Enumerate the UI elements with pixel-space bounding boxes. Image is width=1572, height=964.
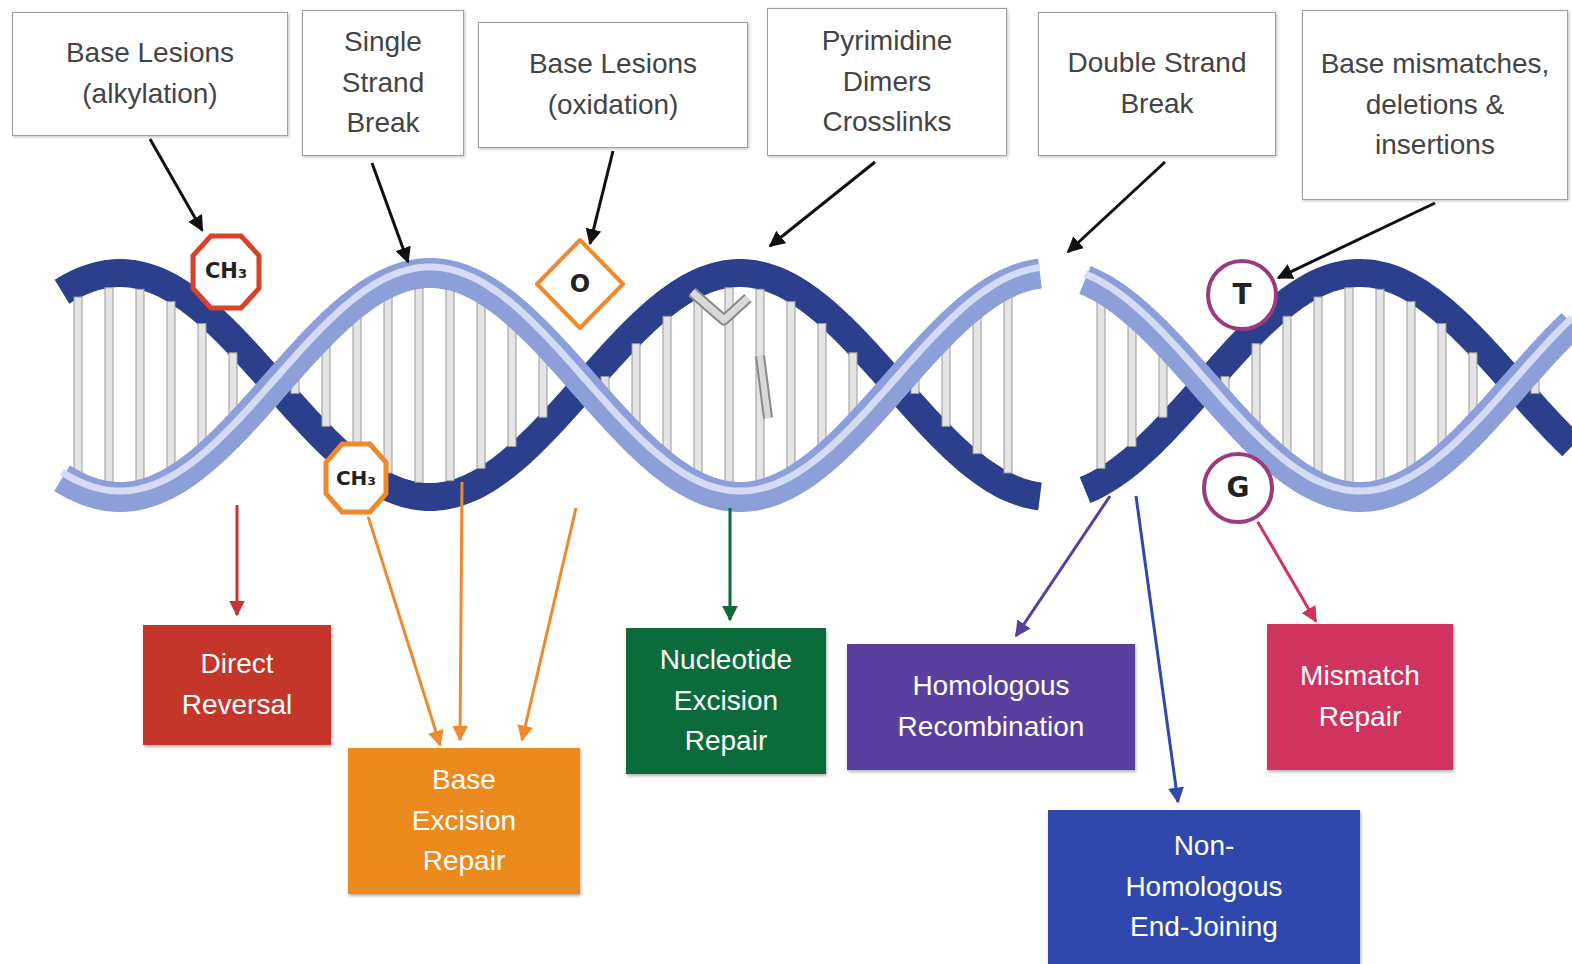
base-pair [322,344,330,427]
leader-arrow [522,508,576,740]
lesion-box: Base Lesions (oxidation) [478,22,748,148]
base-pair [1438,323,1446,446]
base-pair [167,302,175,469]
connector-arrow [590,151,613,244]
lesion-label: Base Lesions (alkylation) [23,33,277,114]
lesion-box: Pyrimidine Dimers Crosslinks [767,8,1007,156]
connector-arrow [368,517,440,745]
leader-arrow [372,163,408,262]
base-pair [1097,302,1105,469]
repair-label: Nucleotide Excision Repair [636,640,816,762]
base-circle: G [1201,451,1275,525]
base-pair [973,316,981,453]
lesion-symbol-label: O [570,271,590,297]
base-pair [942,344,950,427]
pyrimidine-dimer [692,292,768,418]
dimer-outline [692,292,748,320]
base-pair [477,302,485,469]
lesion-box: Base Lesions (alkylation) [12,12,288,136]
repair-box: Direct Reversal [143,625,331,745]
base-pair [663,316,671,453]
octagon-shape [193,236,259,308]
double-helix [62,267,1572,497]
circle-shape [1204,454,1272,522]
leader-arrow [1068,162,1165,252]
diamond-shape [537,240,623,328]
base-pair [384,297,392,473]
lesion-label: Base Lesions (oxidation) [489,44,737,125]
repair-label: Non- Homologous End-Joining [1109,826,1299,948]
leader-arrows [237,162,1178,802]
connector-arrow [1258,522,1316,622]
lesion-box: Single Strand Break [302,10,464,156]
leader-arrow [1016,496,1110,636]
lesion-symbol-label: CH₃ [336,467,376,489]
connector-arrow [1278,203,1435,278]
repair-label: Homologous Recombination [857,666,1125,747]
strand-highlight [1085,274,1572,491]
base-pair [415,288,423,483]
front-strand [1085,280,1572,497]
base-pair [198,323,206,446]
repair-label: Direct Reversal [153,644,321,725]
lesion-box: Base mismatches, deletions & insertions [1302,10,1568,200]
repair-label: Mismatch Repair [1277,656,1443,737]
repair-box: Homologous Recombination [847,644,1135,770]
base-pair [353,316,361,453]
leader-arrow [236,505,239,615]
connector-arrow [150,139,202,230]
circle-shape [1208,261,1276,329]
lesion-symbol-label: G [1227,473,1250,504]
lesion-label: Single Strand Break [321,22,445,144]
base-pair [74,297,82,473]
base-pair [1314,297,1322,473]
lesion-label: Pyrimidine Dimers Crosslinks [778,21,996,143]
dimer-bar [692,292,748,320]
base-pair [694,297,702,473]
lesion-box: Double Strand Break [1038,12,1276,156]
octagon-shape [326,444,386,512]
dimer-bar [760,356,768,418]
leader-arrow [460,482,462,740]
lesion-symbol-label: T [1232,280,1251,311]
lesion-symbol-label: CH₃ [205,260,247,283]
repair-box: Base Excision Repair [348,748,580,894]
base-pair [632,344,640,427]
base-circle: T [1205,258,1279,332]
base-pair [1128,323,1136,446]
base-pair [818,323,826,446]
oxidation-diamond: O [534,237,626,331]
leader-arrow [729,508,732,620]
base-pair [105,288,113,483]
base-pair [1376,289,1384,480]
repair-box: Nucleotide Excision Repair [626,628,826,774]
base-pair [1252,344,1260,427]
methyl-octagon: CH₃ [190,233,262,311]
base-pair [787,302,795,469]
repair-box: Non- Homologous End-Joining [1048,810,1360,964]
repair-box: Mismatch Repair [1267,624,1453,770]
base-pair [446,289,454,480]
base-pair [136,289,144,480]
base-pair [1345,288,1353,483]
base-pair [1407,302,1415,469]
leader-arrow [770,162,875,246]
leader-arrow [1136,496,1178,802]
methyl-octagon: CH₃ [323,441,389,515]
lesion-label: Base mismatches, deletions & insertions [1313,44,1557,166]
repair-label: Base Excision Repair [384,760,544,882]
base-pair [1004,297,1012,473]
lesion-label: Double Strand Break [1049,43,1265,124]
base-pair [1283,316,1291,453]
base-pair [508,323,516,446]
dimer-outline [760,356,768,418]
